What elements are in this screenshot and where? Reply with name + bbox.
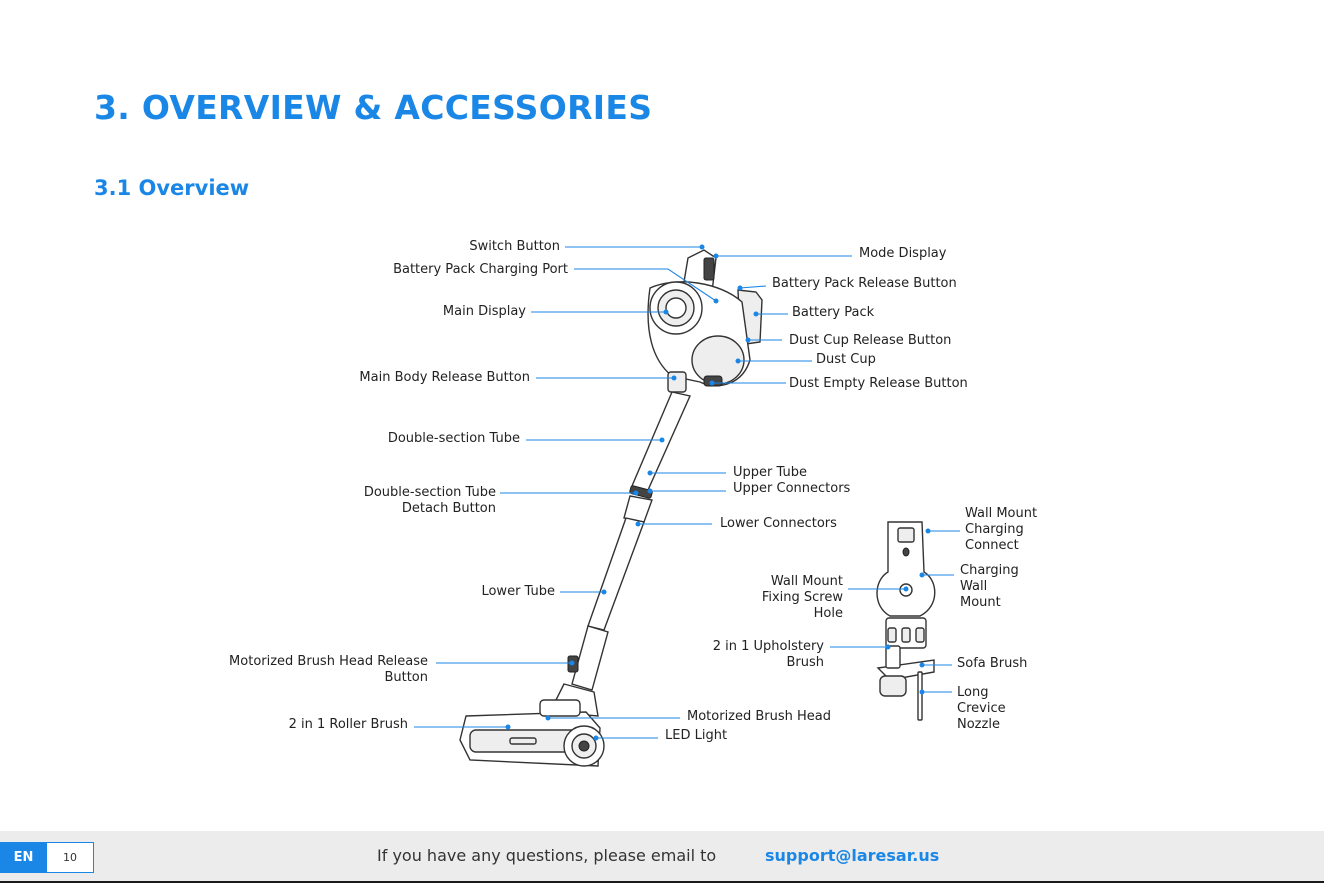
language-badge: EN — [0, 842, 47, 873]
label-mode-display: Mode Display — [859, 246, 947, 261]
label-double-section-tube: Double-section Tube — [387, 431, 520, 446]
label-wall-mount-fixing-screw-hole: Wall Mount Fixing Screw Hole — [761, 574, 843, 621]
label-battery-pack-charging-port: Battery Pack Charging Port — [393, 262, 568, 277]
label-upper-tube: Upper Tube — [733, 465, 807, 480]
label-sofa-brush: Sofa Brush — [957, 656, 1028, 671]
label-upper-connectors: Upper Connectors — [733, 481, 851, 496]
leader-lines — [414, 244, 960, 741]
label-battery-pack-release-button: Battery Pack Release Button — [772, 276, 957, 291]
support-note: If you have any questions, please email … — [377, 846, 717, 865]
label-lower-tube: Lower Tube — [481, 584, 555, 599]
page-title: 3. OVERVIEW & ACCESSORIES — [94, 88, 653, 127]
label-roller-brush: 2 in 1 Roller Brush — [288, 717, 408, 732]
label-upholstery-brush: 2 in 1 Upholstery Brush — [712, 639, 824, 670]
label-dust-cup-release-button: Dust Cup Release Button — [789, 333, 952, 348]
vacuum-brush-head — [459, 699, 605, 767]
label-dust-cup: Dust Cup — [816, 352, 876, 367]
label-lower-connectors: Lower Connectors — [720, 516, 837, 531]
label-double-section-tube-detach-button: Double-section Tube Detach Button — [363, 485, 496, 516]
page-number: 10 — [47, 842, 94, 873]
label-main-display: Main Display — [442, 304, 526, 319]
label-wall-mount-charging-connect: Wall Mount Charging Connect — [965, 506, 1038, 553]
support-email-link[interactable]: support@laresar.us — [765, 846, 940, 865]
footer-bar — [0, 831, 1324, 883]
label-led-light: LED Light — [665, 728, 728, 743]
label-motorized-brush-head: Motorized Brush Head — [687, 709, 832, 724]
section-title: 3.1 Overview — [94, 176, 250, 200]
label-long-crevice-nozzle: Long Crevice Nozzle — [957, 685, 1006, 732]
label-dust-empty-release-button: Dust Empty Release Button — [789, 376, 968, 391]
wall-mount-illustration — [876, 521, 936, 721]
label-switch-button: Switch Button — [469, 239, 560, 254]
label-charging-wall-mount: Charging Wall Mount — [960, 563, 1019, 610]
label-motorized-brush-head-release-button: Motorized Brush Head Release Button — [229, 654, 428, 685]
vacuum-diagram: .ol { fill:#fff; stroke:#333; stroke-wid… — [414, 244, 960, 767]
vacuum-tube — [548, 391, 691, 717]
label-battery-pack: Battery Pack — [792, 305, 875, 320]
vacuum-main-body — [647, 249, 763, 393]
label-main-body-release-button: Main Body Release Button — [359, 370, 530, 385]
